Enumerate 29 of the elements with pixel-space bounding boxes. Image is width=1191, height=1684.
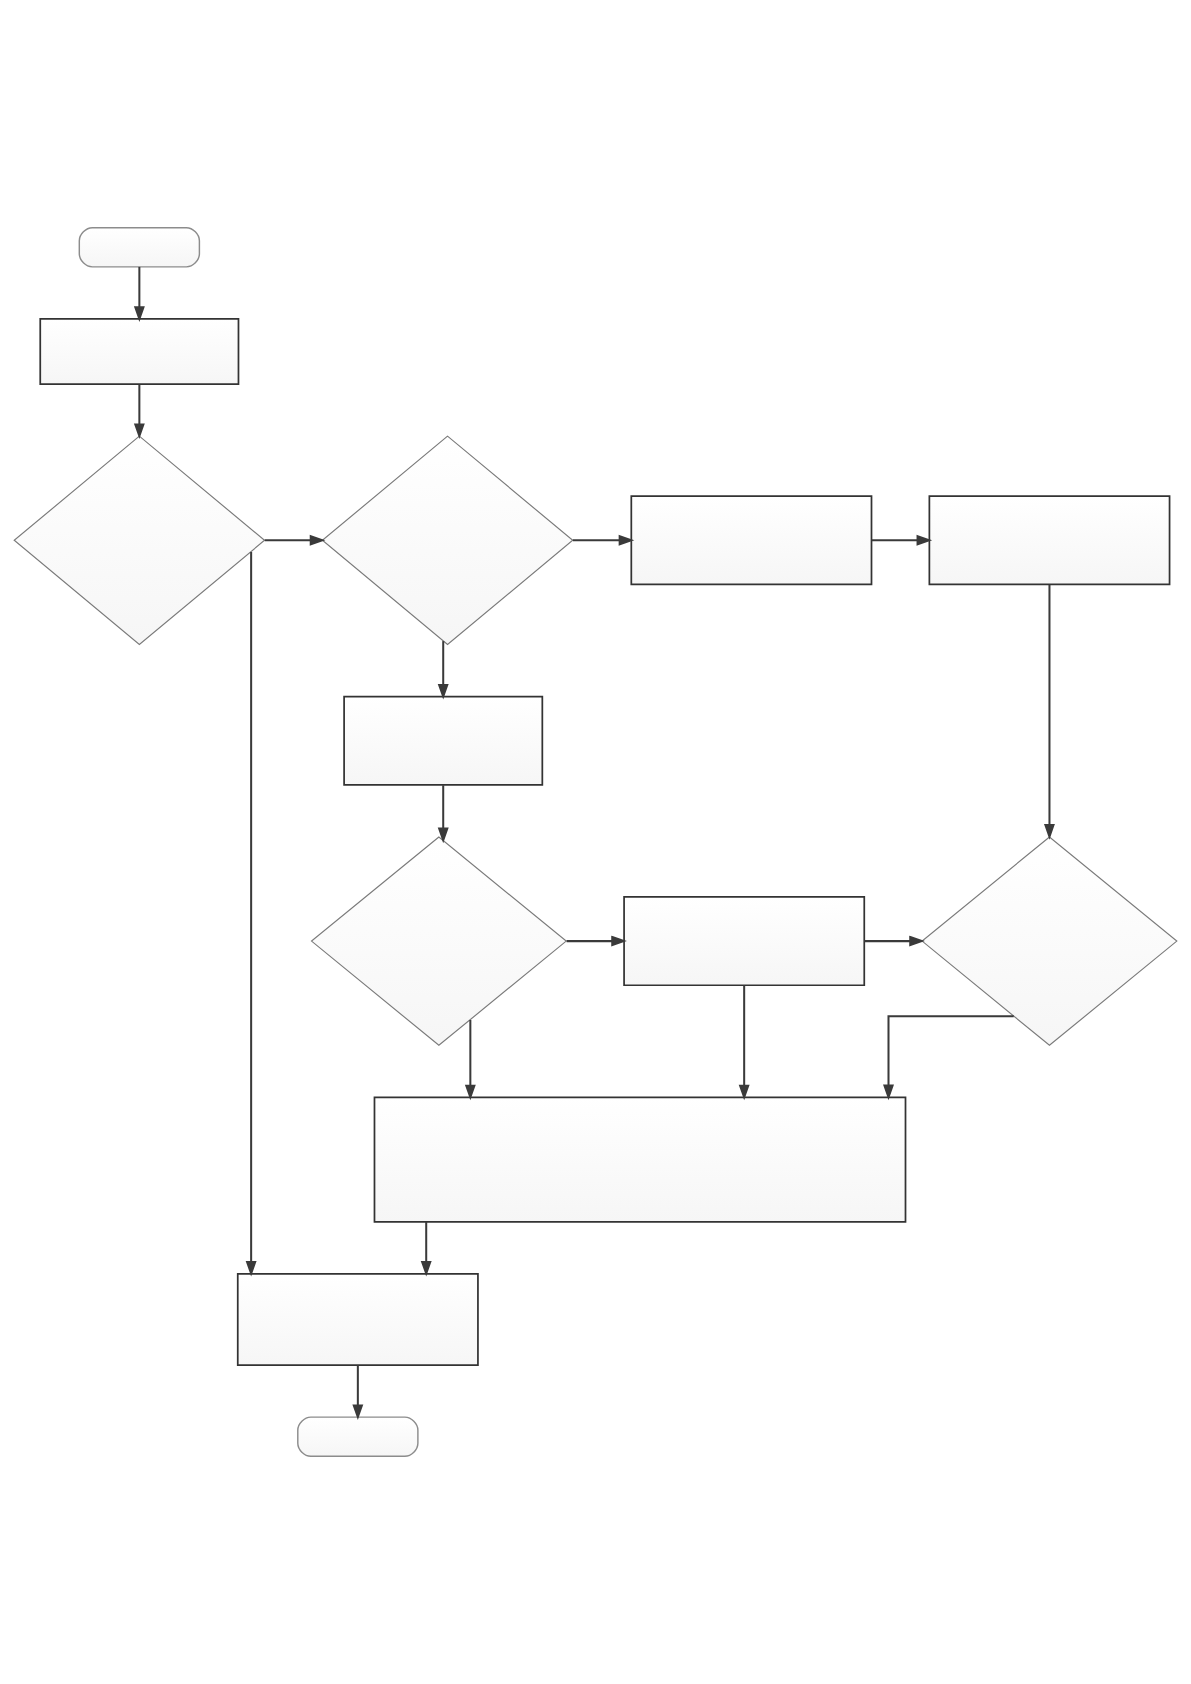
arrow bbox=[437, 785, 449, 844]
arrow bbox=[133, 384, 145, 440]
arrow bbox=[437, 641, 449, 700]
node-box bbox=[630, 495, 873, 586]
arrow bbox=[871, 534, 933, 546]
node-diamond bbox=[310, 836, 568, 1047]
node-box bbox=[236, 1273, 479, 1366]
node-diamond bbox=[13, 435, 266, 646]
arrow bbox=[245, 551, 257, 1277]
arrow bbox=[738, 985, 750, 1101]
arrow bbox=[420, 1221, 432, 1277]
node-box bbox=[928, 495, 1171, 586]
node-pill bbox=[297, 1416, 419, 1457]
arrow bbox=[572, 534, 635, 546]
node-box bbox=[623, 896, 866, 987]
arrow bbox=[566, 935, 627, 947]
arrow bbox=[883, 1015, 1014, 1101]
node-box bbox=[343, 695, 544, 786]
node-diamond bbox=[321, 435, 574, 646]
arrow bbox=[352, 1365, 364, 1421]
arrow bbox=[133, 266, 145, 322]
node-box bbox=[39, 318, 240, 385]
node-pill bbox=[78, 227, 201, 268]
arrow bbox=[264, 534, 326, 546]
arrow bbox=[1044, 584, 1055, 840]
arrow bbox=[464, 1020, 476, 1101]
node-box bbox=[373, 1096, 907, 1223]
arrow bbox=[864, 935, 925, 947]
node-diamond bbox=[921, 836, 1178, 1047]
